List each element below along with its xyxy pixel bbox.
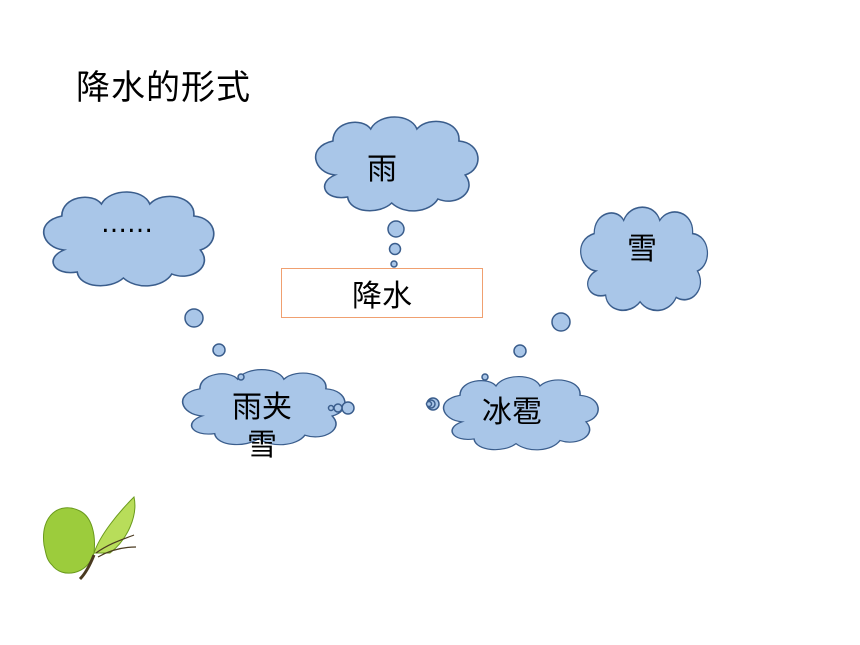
- bubble-rain-2: [388, 242, 402, 256]
- cloud-label-etc: ……: [101, 209, 153, 239]
- bubble-etc-1: [184, 308, 204, 328]
- bubble-sleet-b: [333, 403, 343, 413]
- bubble-etc-2: [212, 343, 226, 357]
- bubble-sleet-c: [327, 404, 335, 412]
- bubble-snow-1: [551, 312, 571, 332]
- cloud-label-hail: 冰雹: [482, 395, 542, 430]
- cloud-label-sleet-line1: 雨夹: [232, 390, 292, 425]
- bubble-hail-c: [425, 400, 433, 408]
- slide-title: 降水的形式: [76, 68, 251, 108]
- bubble-snow-3: [481, 373, 489, 381]
- butterfly-icon: [43, 496, 137, 581]
- cloud-label-rain: 雨: [367, 152, 397, 187]
- center-node-precipitation: 降水: [281, 268, 483, 318]
- bubble-rain-3: [390, 260, 398, 268]
- bubble-snow-2: [513, 344, 527, 358]
- cloud-label-sleet-line2: 雪: [247, 428, 277, 463]
- cloud-label-snow: 雪: [627, 232, 657, 267]
- bubble-rain-1: [387, 220, 405, 238]
- bubble-etc-3: [237, 373, 245, 381]
- bubble-sleet-a: [341, 401, 355, 415]
- center-node-label: 降水: [352, 279, 412, 314]
